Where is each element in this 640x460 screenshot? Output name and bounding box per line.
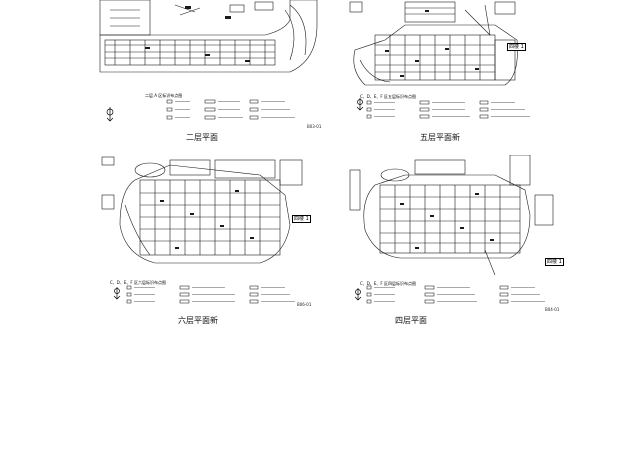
- area-tag: 四楼 1: [292, 215, 311, 223]
- area-tag: 四楼 1: [507, 43, 526, 51]
- north-arrow-icon: [354, 288, 362, 301]
- floor-plan-sheet-5f: 四楼 1 C、D、E、F 区五层标识布点图 五层平面新: [345, 0, 585, 175]
- floor-plan-drawing: [349, 1, 518, 86]
- north-arrow-icon: [113, 287, 121, 300]
- legend-title: C、D、E、F 区四层标识布点图: [360, 281, 416, 286]
- floor-plan-sheet-6f: 四楼 1 C、D、E、F 区六层标识布点图 B06-01 六层平面新: [100, 155, 340, 330]
- sheet-caption: 六层平面新: [178, 316, 218, 325]
- floor-plan-sheet-4f: 四楼 1 C、D、E、F 区四层标识布点图 B04-01 四层平面: [345, 155, 585, 330]
- sheet-caption: 二层平面: [186, 133, 218, 142]
- north-arrow-icon: [356, 98, 364, 111]
- sheet-caption: 五层平面新: [420, 133, 460, 142]
- floor-plan-drawing: [349, 155, 554, 276]
- sheet-code: B04-01: [545, 307, 560, 312]
- floor-plan-sheet-2f: 二层 A 区标识布点图 B03-01 二层平面: [85, 0, 325, 175]
- legend-title: C、D、E、F 区五层标识布点图: [360, 94, 416, 99]
- legend-block: [366, 100, 530, 119]
- floor-plan-drawing: [101, 156, 303, 264]
- legend-block: [166, 99, 295, 120]
- area-tag: 四楼 1: [545, 258, 564, 266]
- sheet-code: B03-01: [307, 124, 322, 129]
- sheet-caption: 四层平面: [395, 316, 427, 325]
- legend-title: C、D、E、F 区六层标识布点图: [110, 280, 166, 285]
- sheet-code: B06-01: [297, 302, 312, 307]
- north-arrow-icon: [106, 107, 114, 122]
- legend-title: 二层 A 区标识布点图: [145, 93, 183, 98]
- legend-block: [366, 285, 545, 304]
- legend-block: [126, 285, 295, 304]
- floor-plan-drawing: [99, 0, 318, 73]
